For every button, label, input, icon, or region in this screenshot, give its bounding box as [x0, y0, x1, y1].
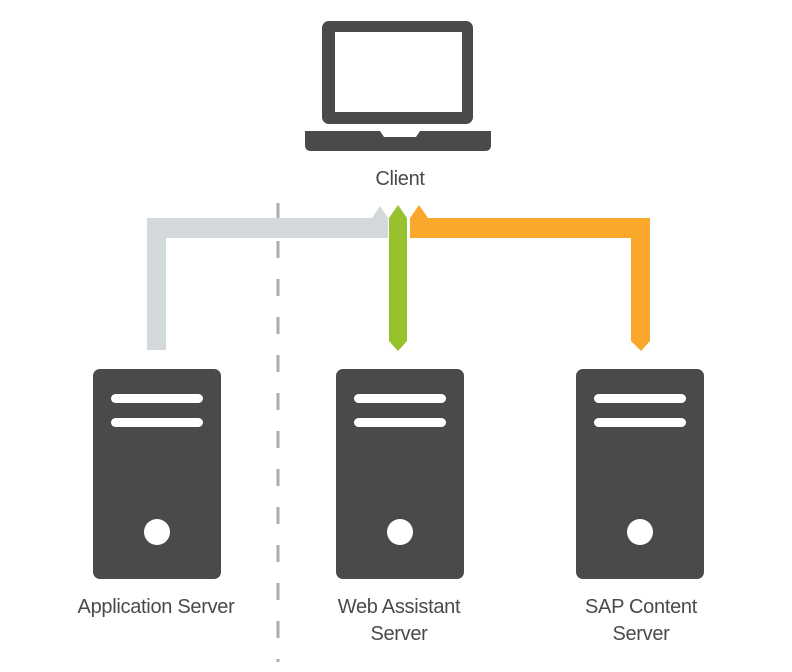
connector-application-server	[147, 206, 388, 350]
sap-content-server-label: SAP Content Server	[585, 596, 697, 645]
server-icon	[93, 369, 221, 579]
laptop-icon	[305, 21, 491, 151]
server-icon	[576, 369, 704, 579]
web-assistant-server-label: Web Assistant Server	[337, 596, 461, 645]
application-server-label: Application Server	[77, 596, 235, 618]
client-label: Client	[375, 168, 425, 190]
server-icon	[336, 369, 464, 579]
connector-web-assistant-server	[389, 205, 407, 351]
connector-sap-content-server	[410, 205, 650, 351]
